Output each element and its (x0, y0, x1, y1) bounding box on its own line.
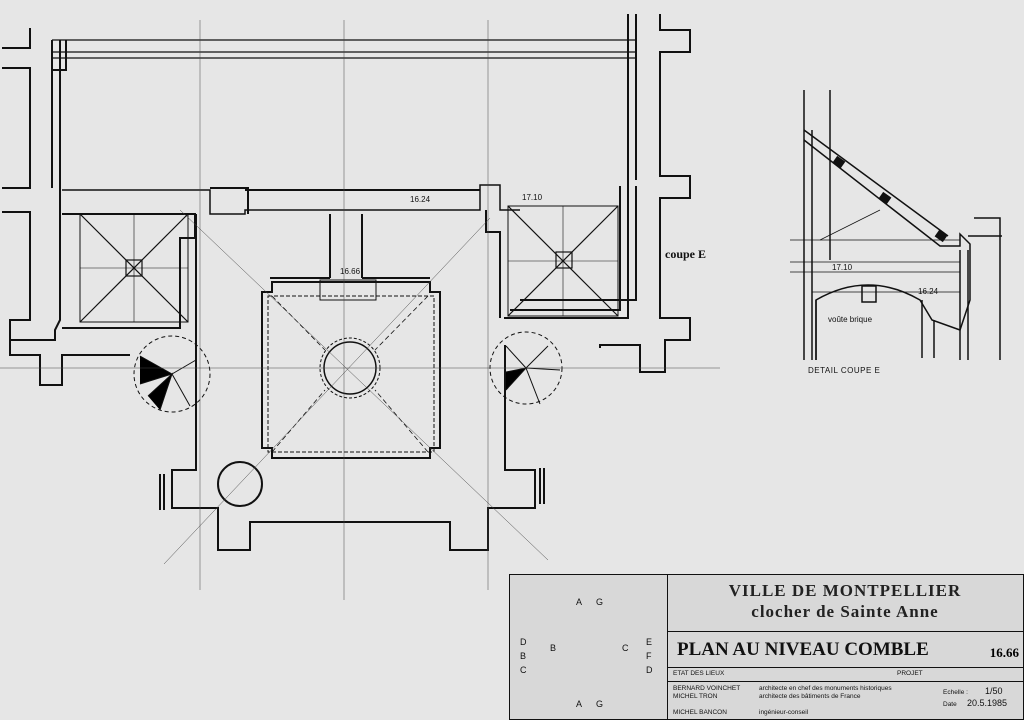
stair-well (217, 461, 263, 507)
key-letter: C (622, 643, 629, 653)
key-letter: A (576, 597, 583, 607)
section-label: coupe E (665, 247, 707, 261)
date-value: 20.5.1985 (967, 698, 1008, 708)
role-3: ingénieur-conseil (759, 709, 809, 716)
col-project: PROJET (897, 670, 923, 677)
title-building: clocher de Sainte Anne (751, 602, 939, 621)
scale-label: Echelle : (943, 689, 968, 696)
scale-value: 1/50 (985, 686, 1003, 696)
key-letter: F (646, 651, 652, 661)
wall-right (504, 14, 691, 373)
date-label: Date (943, 701, 957, 708)
title-block: A G D E B C F D B C A G VILLE DE MONTPEL… (509, 574, 1024, 720)
wall-upper-band (62, 184, 520, 215)
wall-left (2, 28, 130, 386)
room-central-square (261, 281, 441, 459)
key-letter: D (520, 637, 527, 647)
detail-dim-top: 17.10 (832, 263, 853, 272)
plan-level: 16.66 (989, 645, 1019, 660)
key-letter: D (646, 665, 653, 675)
wall-lower-body (171, 214, 536, 551)
name-3: MICHEL BANCON (673, 709, 727, 716)
room-vault-left (62, 213, 196, 329)
dimension-label-b: 17.10 (522, 193, 543, 202)
name-2: MICHEL TRON (673, 693, 718, 700)
plan-title: PLAN AU NIVEAU COMBLE (677, 639, 929, 660)
key-letter: G (596, 597, 604, 607)
key-letter: C (520, 665, 527, 675)
detail-caption: DETAIL COUPE E (808, 366, 881, 375)
dimension-label-a: 16.24 (410, 195, 431, 204)
role-1: architecte en chef des monuments histori… (759, 685, 892, 692)
dimension-label-c: 16.66 (340, 267, 361, 276)
stair-left (133, 335, 211, 413)
room-vault-right (485, 186, 621, 318)
key-letter: E (646, 637, 653, 647)
detail-dim-bottom: 16.24 (918, 287, 939, 296)
role-2: architecte des bâtiments de France (759, 693, 861, 700)
detail-vault-label: voûte brique (828, 315, 873, 324)
key-letter: B (550, 643, 557, 653)
room-central-shaft (270, 214, 430, 279)
wall-left-inner (10, 40, 61, 341)
key-plan: A G D E B C F D B C A G (510, 575, 668, 719)
col-existing: ETAT DES LIEUX (673, 670, 725, 677)
name-1: BERNARD VOINCHET (673, 685, 741, 692)
title-city: VILLE DE MONTPELLIER (728, 581, 962, 600)
key-letter: A (576, 699, 583, 709)
key-letter: G (596, 699, 604, 709)
detail-section-e (803, 90, 831, 360)
key-letter: B (520, 651, 527, 661)
